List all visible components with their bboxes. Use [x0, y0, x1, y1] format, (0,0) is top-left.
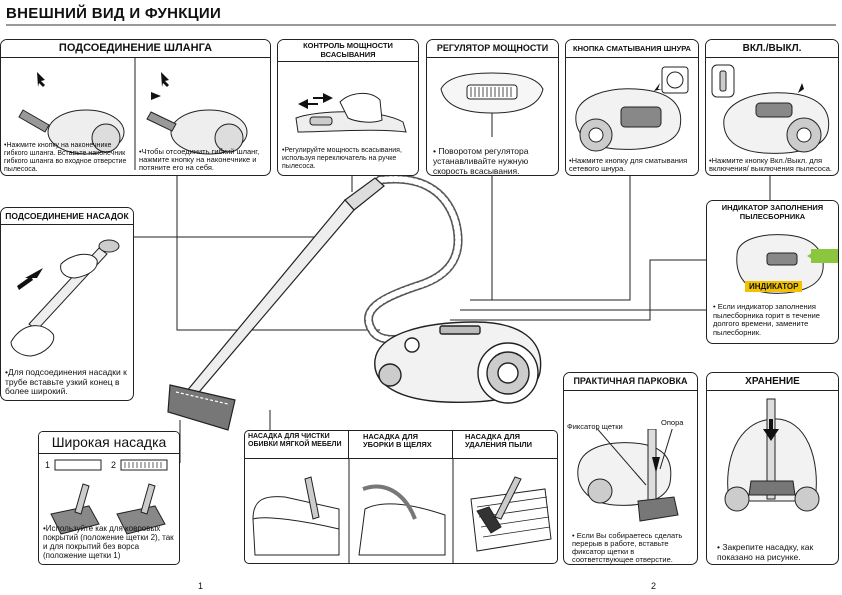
page-number-right: 2	[651, 581, 657, 591]
leader-hose	[176, 175, 380, 331]
wide-nozzle-illustration	[50, 459, 168, 535]
attachments-title: ПОДСОЕДИНЕНИЕ НАСАДОК	[1, 208, 133, 225]
wide-num-2: 2	[111, 460, 117, 470]
power-caption: • Поворотом регулятора устанавливайте ну…	[433, 146, 529, 176]
suction-control-panel: КОНТРОЛЬ МОЩНОСТИ ВСАСЫВАНИЯ •Регулируйт…	[277, 39, 419, 176]
indicator-title: ИНДИКАТОР ЗАПОЛНЕНИЯ ПЫЛЕСБОРНИКА	[707, 201, 838, 225]
onoff-caption: •Нажмите кнопку Вкл./Выкл. для включения…	[709, 156, 832, 173]
title-rule	[6, 24, 836, 26]
suction-title: КОНТРОЛЬ МОЩНОСТИ ВСАСЫВАНИЯ	[278, 40, 418, 62]
suction-caption: •Регулируйте мощность всасывания, исполь…	[282, 147, 402, 170]
leader-power	[470, 175, 493, 301]
nozzle-crevice-title: НАСАДКА ДЛЯ УБОРКИ В ЩЕЛЯХ	[349, 431, 453, 459]
hose-caption-right: •Чтобы отсоединить гибкий шланг, нажмите…	[139, 147, 260, 172]
cord-title: КНОПКА СМАТЫВАНИЯ ШНУРА	[566, 40, 698, 58]
cord-rewind-panel: КНОПКА СМАТЫВАНИЯ ШНУРА •Нажмите кнопку …	[565, 39, 699, 176]
wide-title: Широкая насадка	[39, 432, 179, 454]
wide-num-1: 1	[45, 460, 51, 470]
attachments-caption: •Для подсоединения насадки к трубе встав…	[5, 367, 127, 396]
indicator-caption: • Если индикатор заполнения пылесборника…	[713, 302, 820, 337]
page-title: ВНЕШНИЙ ВИД И ФУНКЦИИ	[6, 5, 222, 22]
attachments-panel: ПОДСОЕДИНЕНИЕ НАСАДОК •Для подсоединения…	[0, 207, 134, 401]
nozzle-upholstery-title: НАСАДКА ДЛЯ ЧИСТКИ ОБИВКИ МЯГКОЙ МЕБЕЛИ	[245, 431, 349, 459]
power-title: РЕГУЛЯТОР МОЩНОСТИ	[427, 40, 558, 58]
indicator-label: ИНДИКАТОР	[745, 281, 803, 292]
leader-cord	[470, 175, 631, 301]
hose-illustration	[18, 57, 248, 170]
cord-caption: •Нажмите кнопку для сматывания сетевого …	[569, 156, 688, 173]
storage-caption: • Закрепите насадку, как показано на рис…	[717, 542, 814, 562]
storage-title: ХРАНЕНИЕ	[707, 373, 838, 391]
dustbag-indicator-panel: ИНДИКАТОР ЗАПОЛНЕНИЯ ПЫЛЕСБОРНИКА ИНДИКА…	[706, 200, 839, 344]
suction-illustration	[295, 93, 407, 133]
on-off-panel: ВКЛ./ВЫКЛ. •Нажмите кнопку Вкл./Выкл. дл…	[705, 39, 839, 176]
attachments-illustration	[10, 239, 120, 357]
nozzles-illustration	[252, 459, 552, 563]
storage-illustration	[724, 398, 820, 512]
wide-nozzle-panel: Широкая насадка 1 2 •Используйте как для…	[38, 431, 180, 565]
cord-illustration	[575, 66, 689, 152]
leader-indicator	[450, 259, 706, 321]
parking-panel: ПРАКТИЧНАЯ ПАРКОВКА Фиксатор щетки Опора…	[563, 372, 698, 565]
nozzles-panel: НАСАДКА ДЛЯ ЧИСТКИ ОБИВКИ МЯГКОЙ МЕБЕЛИ …	[244, 430, 558, 564]
power-dial-illustration	[440, 72, 544, 137]
nozzle-dust-title: НАСАДКА ДЛЯ УДАЛЕНИЯ ПЫЛИ	[453, 431, 557, 459]
hose-caption-left: •Нажмите кнопку на наконечнике гибкого ш…	[4, 142, 127, 173]
power-regulator-panel: РЕГУЛЯТОР МОЩНОСТИ • Поворотом регулятор…	[426, 39, 559, 176]
parking-label-support: Опора	[661, 418, 684, 427]
storage-panel: ХРАНЕНИЕ • Закрепите насадку, как показа…	[706, 372, 839, 565]
parking-title: ПРАКТИЧНАЯ ПАРКОВКА	[564, 373, 697, 391]
parking-caption: • Если Вы собираетесь сделать перерыв в …	[572, 531, 683, 564]
wide-caption: •Используйте как для ковровых покрытий (…	[43, 524, 174, 560]
parking-illustration	[577, 429, 679, 522]
onoff-illustration	[711, 64, 830, 154]
hose-connection-panel: ПОДСОЕДИНЕНИЕ ШЛАНГА •Нажмите кнопку на …	[0, 39, 271, 176]
page-number-left: 1	[198, 581, 204, 591]
parking-label-brush: Фиксатор щетки	[567, 422, 623, 431]
onoff-title: ВКЛ./ВЫКЛ.	[706, 40, 838, 58]
indicator-illustration	[736, 234, 838, 294]
